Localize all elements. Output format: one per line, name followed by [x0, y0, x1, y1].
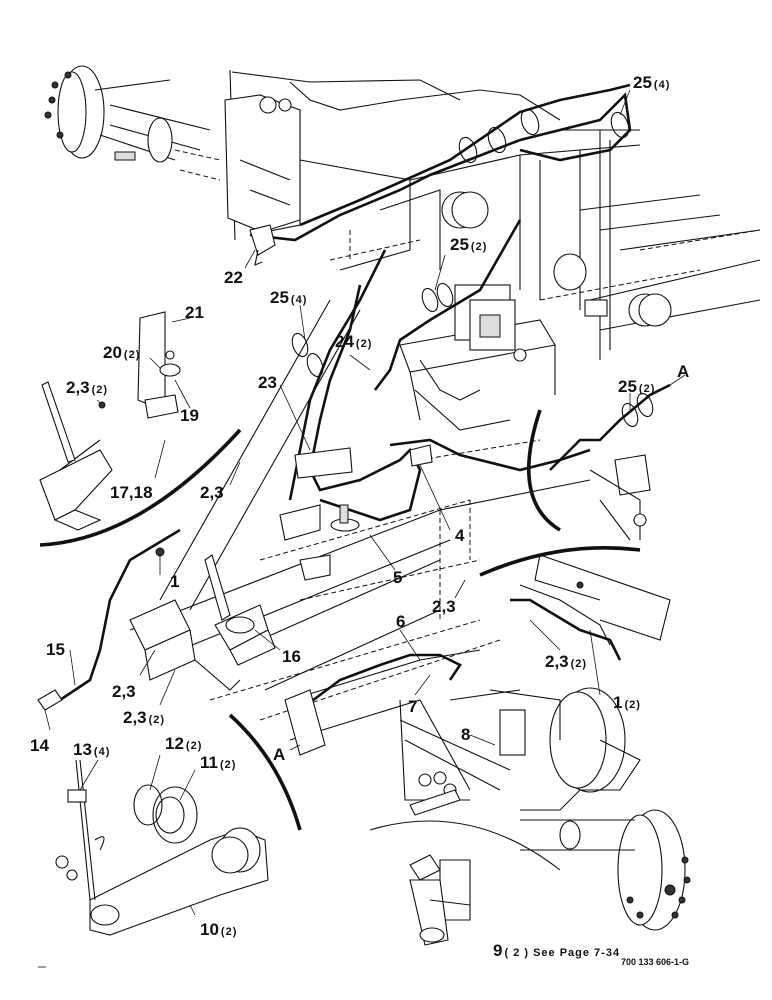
- callout-11: 11(2): [200, 753, 236, 772]
- callout-15: 15: [46, 640, 65, 659]
- callout-1-2: 1(2): [613, 693, 641, 712]
- callout-25-right: 25(2): [618, 377, 655, 396]
- lower-center-cylinder: [284, 649, 561, 816]
- callout-5: 5: [393, 568, 402, 587]
- callout-labels: 25(4) 22 25(2) 25(4) 24(2) 21 20(2) 23 2…: [30, 73, 689, 967]
- frame-upper: [224, 69, 761, 360]
- callout-25-left: 25(4): [270, 288, 307, 307]
- center-crossmember: [399, 284, 556, 431]
- inset-9: [369, 820, 561, 946]
- callout-2-3-upper: 2,3: [200, 483, 224, 502]
- callout-10: 10(2): [200, 920, 237, 939]
- lower-frame: [129, 299, 591, 721]
- plate-23: [294, 447, 353, 479]
- callout-20: 20(2): [103, 343, 140, 362]
- lower-axle-hub: [520, 687, 691, 931]
- callout-2-3-right: 2,3(2): [545, 652, 587, 671]
- callout-2-3-left: 2,3(2): [66, 378, 108, 397]
- callout-25-top: 25(4): [633, 73, 670, 92]
- callout-12: 12(2): [165, 734, 202, 753]
- callout-17-18: 17,18: [110, 483, 153, 502]
- lever-assembly-16: [155, 547, 276, 666]
- inset-right-upper: [527, 409, 651, 541]
- callout-13: 13(4): [73, 740, 110, 759]
- inset-bottom-left: [55, 713, 302, 936]
- callout-A-left: A: [273, 745, 285, 764]
- callout-4: 4: [455, 526, 465, 545]
- callout-14: 14: [30, 736, 49, 755]
- callout-2-3-lower: 2,3: [112, 682, 136, 701]
- callout-22: 22: [224, 268, 243, 287]
- callout-25-mid: 25(2): [450, 235, 487, 254]
- callout-1: 1: [170, 572, 179, 591]
- callout-24: 24(2): [335, 332, 372, 351]
- inset-right-lower: [479, 545, 671, 646]
- callout-7: 7: [408, 697, 417, 716]
- connector-14: [37, 689, 63, 711]
- leader-lines: [44, 89, 686, 916]
- hose-clamps: [291, 108, 654, 428]
- hydraulic-hoses: [59, 83, 671, 712]
- inset-lever-17-18: [39, 311, 242, 547]
- callout-9: 9( 2 ) See Page 7-34: [493, 941, 620, 960]
- callout-19: 19: [180, 406, 199, 425]
- upper-axle-hub: [44, 65, 221, 181]
- bracket-4-assembly: [279, 444, 433, 581]
- callout-6: 6: [396, 612, 405, 631]
- bracket-22: [249, 224, 276, 266]
- drawing-number: 700 133 606-1-G: [621, 957, 689, 967]
- callout-2-3-bottom: 2,3(2): [123, 708, 165, 727]
- callout-A-right: A: [677, 362, 689, 381]
- callout-16: 16: [282, 647, 301, 666]
- callout-23: 23: [258, 373, 277, 392]
- callout-2-3-center: 2,3: [432, 597, 456, 616]
- callout-21: 21: [185, 303, 204, 322]
- callout-8: 8: [461, 725, 470, 744]
